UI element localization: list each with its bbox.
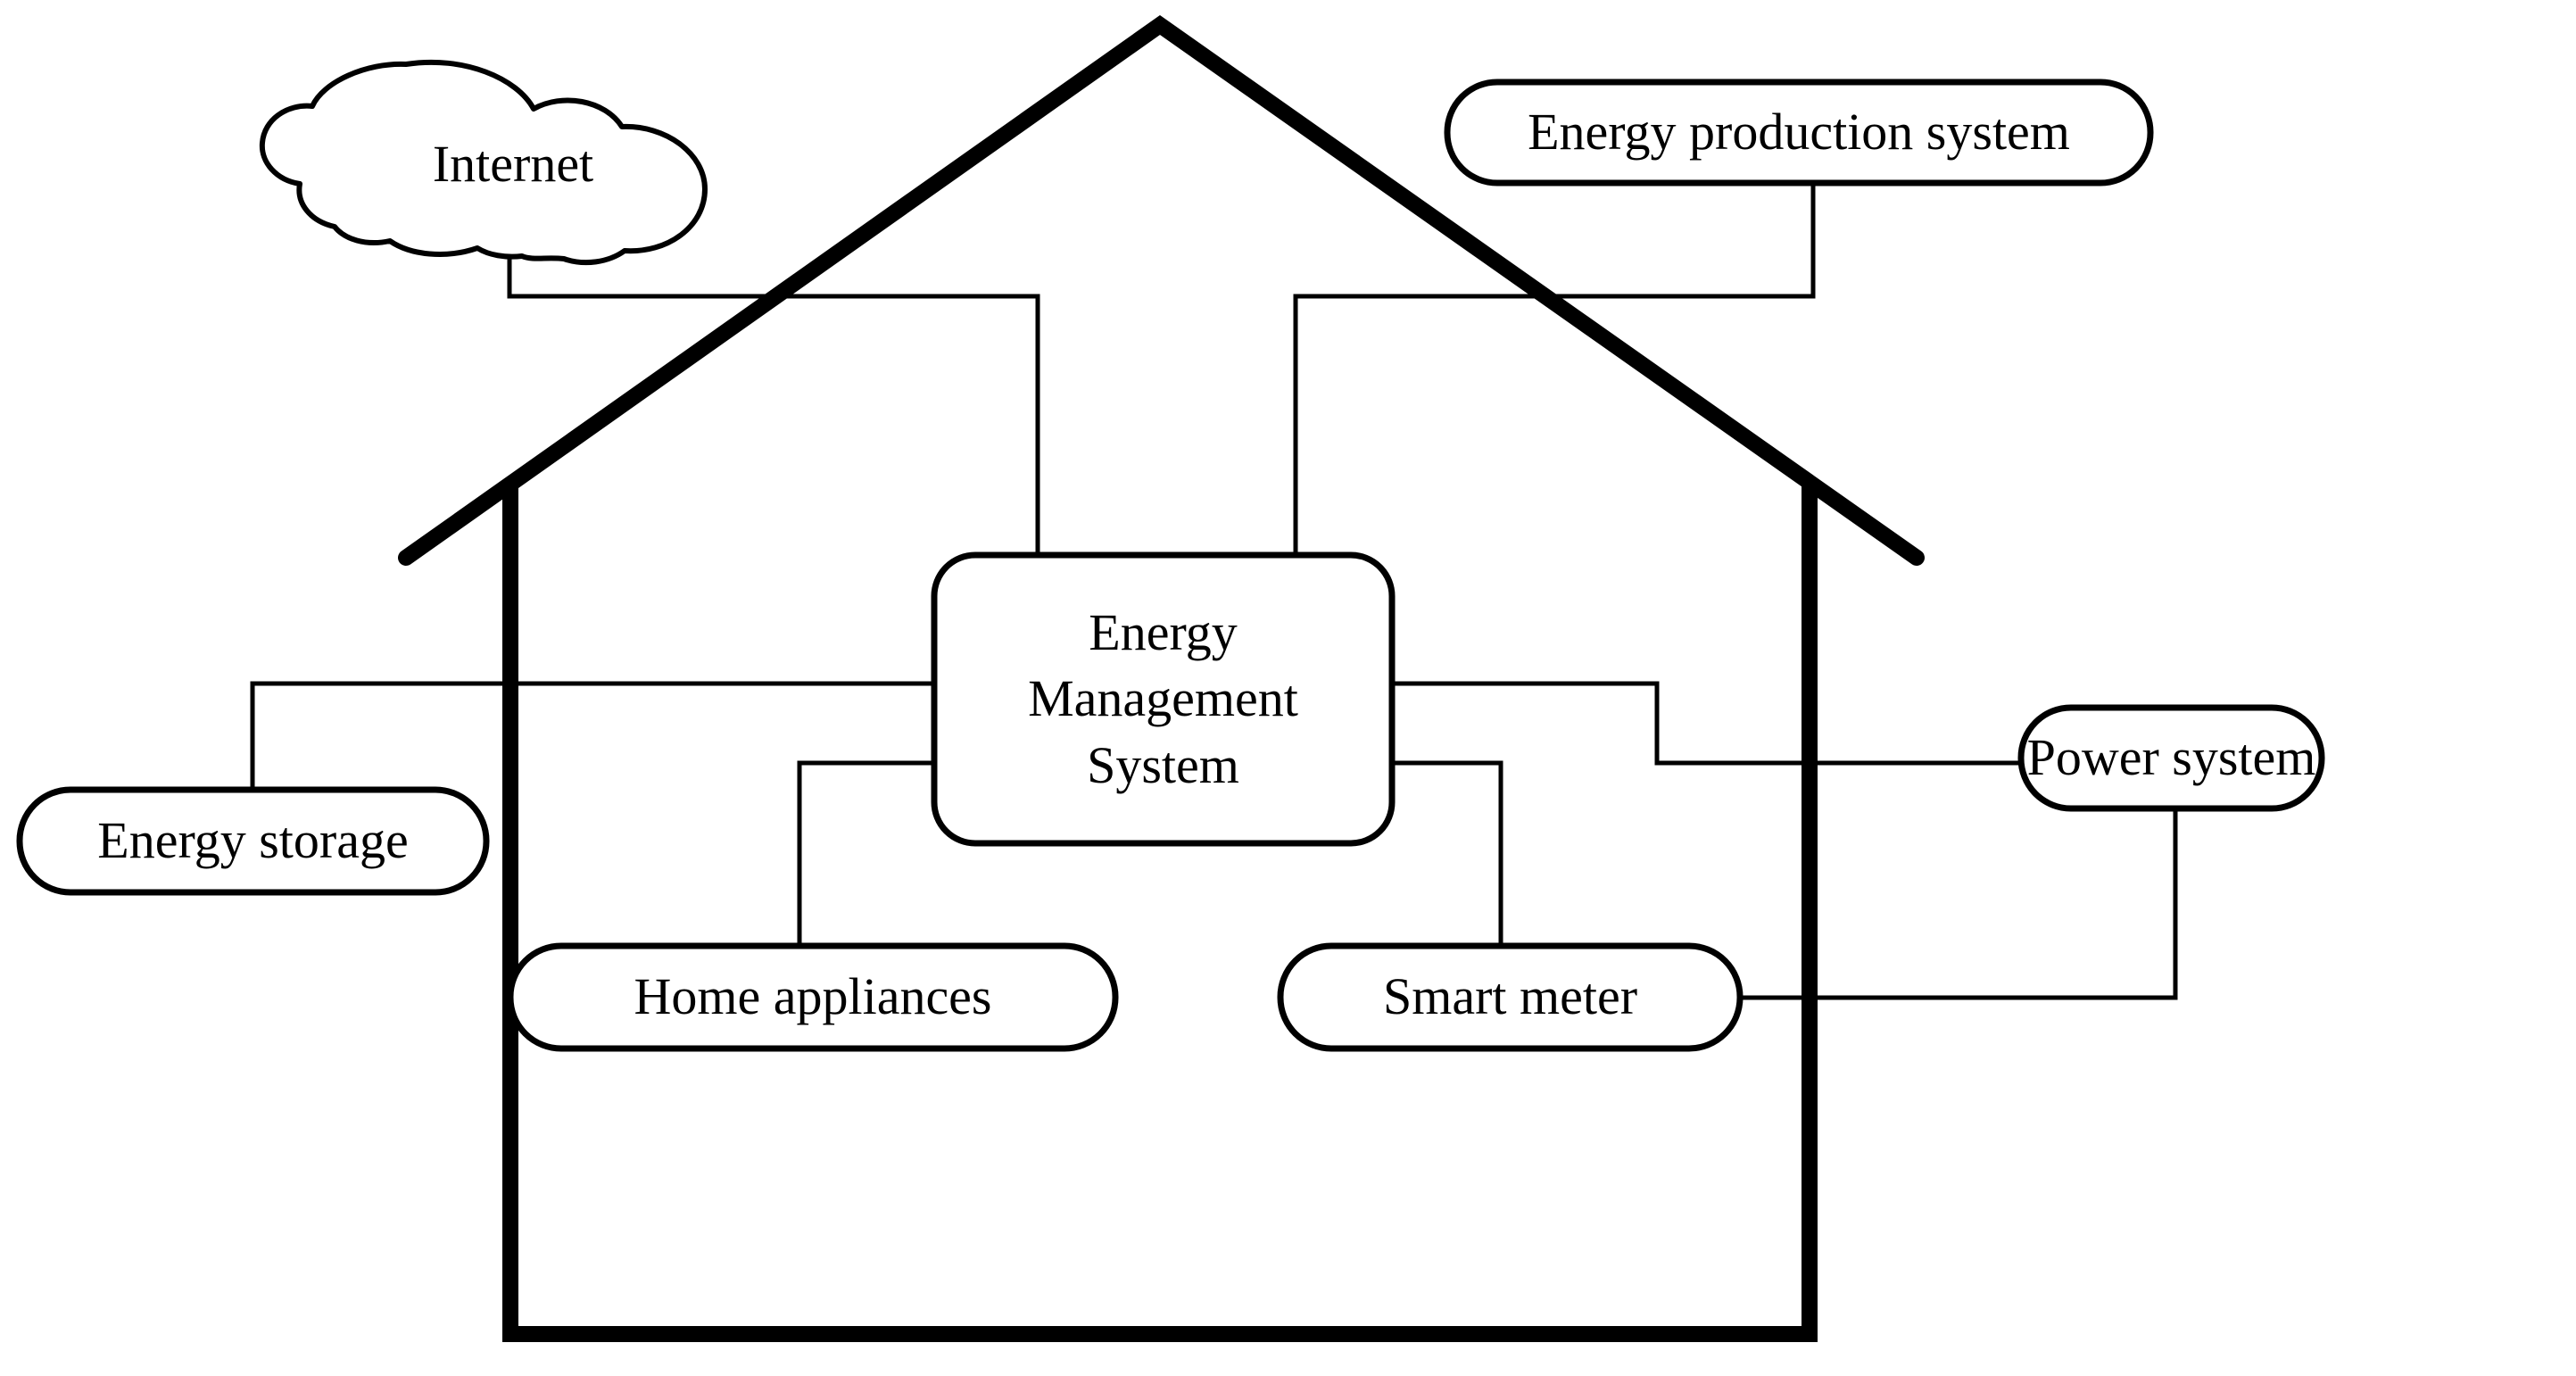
energy-management-system-shape[interactable]	[931, 551, 1396, 847]
connector-layer	[250, 183, 2178, 1000]
connector-ems-to-power-system	[1392, 681, 2024, 766]
house-outline	[398, 14, 1925, 566]
energy-storage-shape[interactable]	[16, 786, 490, 896]
smart-meter-shape[interactable]	[1277, 942, 1744, 1052]
connector-ems-to-smart-meter	[1392, 760, 1503, 948]
connector-ems-to-home-appliances	[797, 760, 934, 948]
house-roof	[398, 14, 1925, 566]
house-walls	[502, 486, 1818, 1342]
energy-production-system-shape[interactable]	[1444, 79, 2154, 187]
connector-energy-production-to-ems	[1293, 183, 1816, 555]
internet-cloud-shape[interactable]	[259, 59, 708, 266]
connector-ems-to-energy-storage	[250, 681, 934, 794]
home-appliances-shape[interactable]	[507, 942, 1119, 1052]
connector-internet-to-ems	[507, 257, 1040, 555]
connector-smart-meter-to-power-system	[1738, 807, 2178, 1000]
power-system-shape[interactable]	[2017, 704, 2325, 812]
